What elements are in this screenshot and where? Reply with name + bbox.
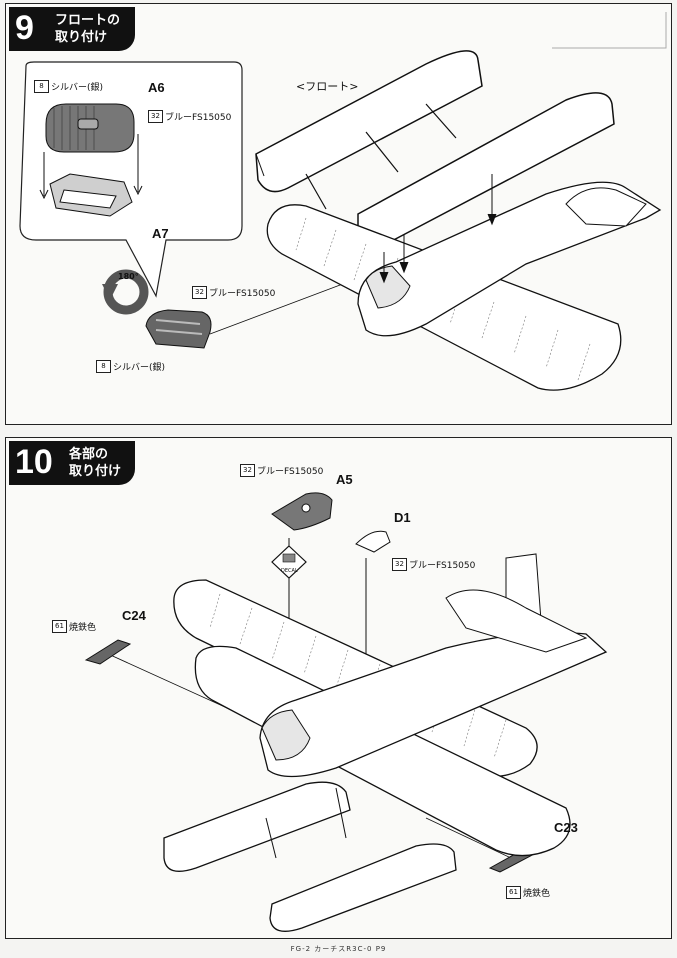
d1-color-callout: 32 ブルーFS15050	[392, 558, 475, 571]
a5-color-callout: 32 ブルーFS15050	[240, 464, 323, 477]
blue-color-label: ブルーFS15050	[165, 113, 232, 123]
part-d1-label: D1	[394, 510, 411, 525]
step-9-panel: 9 フロートの 取り付け	[5, 3, 672, 425]
lower-silver-callout: 8 シルバー(銀)	[96, 360, 165, 373]
c24-color-number: 61	[52, 620, 67, 633]
part-a6-label: A6	[148, 80, 165, 95]
tail	[565, 187, 647, 227]
c23-color-callout: 61 焼鉄色	[506, 886, 550, 899]
step-10-title-line1: 各部の	[69, 447, 109, 462]
inset-silver-callout: 8 シルバー(銀)	[34, 80, 103, 93]
step-9-title: フロートの 取り付け	[55, 12, 120, 46]
step-10-illustration	[84, 492, 608, 932]
stabilizer	[445, 589, 588, 653]
c24-color-callout: 61 焼鉄色	[52, 620, 96, 633]
a5-color-number: 32	[240, 464, 255, 477]
c24-part	[84, 639, 132, 665]
step-10-badge: 10 各部の 取り付け	[9, 441, 135, 485]
step-10-number: 10	[15, 443, 53, 481]
step-9-illustration	[19, 12, 667, 391]
a5-part	[271, 492, 333, 531]
lower-blue-label: ブルーFS15050	[209, 289, 276, 299]
lower-blue-callout: 32 ブルーFS15050	[192, 286, 275, 299]
step-10-title-line2: 取り付け	[69, 464, 122, 479]
step-10-title: 各部の 取り付け	[69, 446, 121, 480]
part-a5-label: A5	[336, 472, 353, 487]
a5-color-label: ブルーFS15050	[257, 467, 324, 477]
step-9-title-line2: 取り付け	[55, 30, 108, 45]
lower-blue-number: 32	[192, 286, 207, 299]
page-footer: FG-2 カーチスR3C-0 P9	[290, 945, 387, 953]
decal-label: DECAL	[281, 568, 298, 574]
float-lower-1	[163, 781, 351, 872]
blue-color-number: 32	[148, 110, 163, 123]
lower-silver-number: 8	[96, 360, 111, 373]
float-section-label: <フロート>	[296, 80, 359, 93]
silver-color-label: シルバー(銀)	[51, 83, 104, 93]
step-9-number: 9	[15, 9, 34, 47]
upper-wing	[173, 579, 538, 778]
part-c23-label: C23	[554, 820, 578, 835]
step-9-title-line1: フロートの	[55, 13, 121, 28]
c23-color-label: 焼鉄色	[523, 889, 551, 899]
rotate-180-label: 180°	[118, 272, 139, 281]
silver-color-number: 8	[34, 80, 49, 93]
d1-color-number: 32	[392, 558, 407, 571]
inset-blue-callout: 32 ブルーFS15050	[148, 110, 231, 123]
lower-wing-10	[194, 645, 571, 857]
float-lower-2	[269, 843, 457, 932]
c24-color-label: 焼鉄色	[69, 623, 97, 633]
d1-part	[355, 530, 391, 553]
part-a7-label: A7	[152, 226, 169, 241]
assembled-part	[145, 309, 212, 349]
d1-color-label: ブルーFS15050	[409, 561, 476, 571]
step-10-panel: 10 各部の 取り付け	[5, 437, 672, 939]
lower-silver-label: シルバー(銀)	[113, 363, 166, 373]
step-9-badge: 9 フロートの 取り付け	[9, 7, 135, 51]
part-c24-label: C24	[122, 608, 146, 623]
float-left	[255, 50, 483, 193]
inset-bubble	[19, 61, 243, 298]
c23-color-number: 61	[506, 886, 521, 899]
